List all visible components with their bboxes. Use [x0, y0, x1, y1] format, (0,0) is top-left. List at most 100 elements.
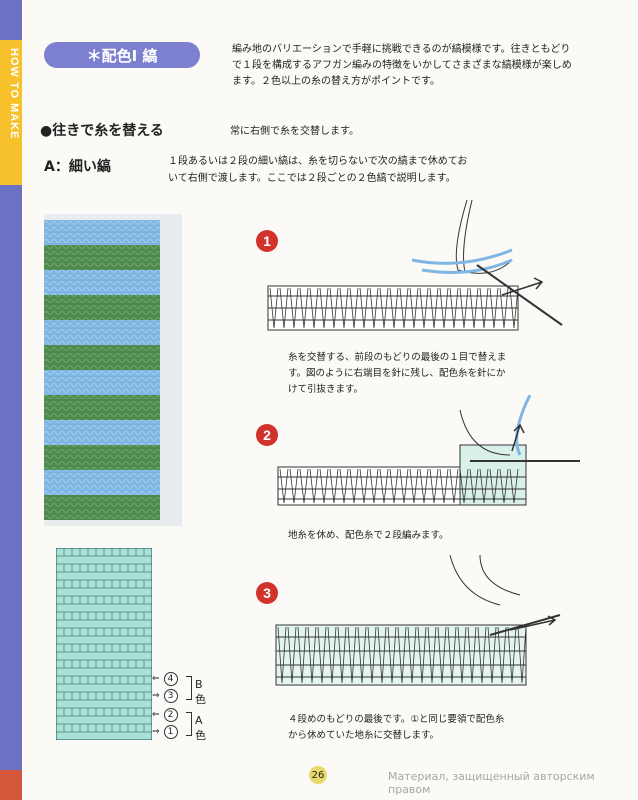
pattern-a-title: A：細い縞: [44, 159, 111, 175]
knit-stripe: [44, 345, 160, 370]
stitch: [449, 287, 459, 329]
knit-stripe: [44, 395, 160, 420]
stitch: [487, 626, 497, 684]
stitch: [469, 287, 479, 329]
step-1-caption: 糸を交替する、前段のもどりの最後の１目で替えます。図のように右端目を針に残し、配…: [288, 352, 507, 395]
stitch: [517, 626, 527, 684]
knitting-chart: [56, 548, 152, 740]
stitch: [507, 626, 517, 684]
knit-stripe: [44, 295, 160, 320]
step-2-caption: 地糸を休め、配色糸で２段編みます。: [288, 530, 449, 541]
stitch: [389, 287, 399, 329]
stitch: [289, 468, 299, 504]
method-note: 常に右側で糸を交替します。: [230, 126, 359, 137]
bracket-b: [186, 676, 192, 700]
stitch: [439, 468, 449, 504]
step-2-number: 2: [256, 424, 278, 446]
sidebar-label-box: [0, 40, 22, 185]
stitch: [499, 468, 509, 504]
stitch: [359, 468, 369, 504]
color-b-label: B色: [195, 678, 206, 706]
bracket-a: [186, 712, 192, 736]
stitch: [359, 287, 369, 329]
stitch: [299, 468, 309, 504]
stitch: [479, 287, 489, 329]
stitch: [387, 626, 397, 684]
knit-stripe: [44, 220, 160, 245]
stitch: [447, 626, 457, 684]
step-1-illustration: [267, 200, 563, 331]
stitch: [409, 287, 419, 329]
method-heading: ●往きで糸を替える: [40, 123, 164, 139]
stitch: [429, 468, 439, 504]
stitch: [437, 626, 447, 684]
stitch: [339, 287, 349, 329]
step-3-illustration: [275, 555, 561, 686]
stitch: [317, 626, 327, 684]
stitch: [509, 468, 519, 504]
intro-paragraph: 編み地のバリエーションで手軽に挑戦できるのが縞模様です。往きともどりで１段を構成…: [232, 44, 572, 87]
stitch: [379, 287, 389, 329]
stitch: [497, 626, 507, 684]
stitch: [397, 626, 407, 684]
stitch: [499, 287, 509, 329]
stitch: [309, 287, 319, 329]
row-marker-1: ⇒ 1: [152, 725, 178, 739]
stitch: [457, 626, 467, 684]
color-a-label: A色: [195, 714, 206, 742]
stitch: [427, 626, 437, 684]
stitch: [367, 626, 377, 684]
knit-stripe: [44, 445, 160, 470]
stitch: [417, 626, 427, 684]
pattern-a-description: １段あるいは２段の細い縞は、糸を切らないで次の縞まで休めておいて右側で渡します。…: [168, 156, 468, 184]
stitch: [479, 468, 489, 504]
stitch: [329, 468, 339, 504]
stitch: [407, 626, 417, 684]
knit-stripe: [44, 470, 160, 495]
knit-swatch-photo: [44, 214, 182, 526]
knit-stripe: [44, 370, 160, 395]
stitch: [327, 626, 337, 684]
stitch: [509, 287, 519, 329]
stitch: [439, 287, 449, 329]
stitch: [369, 468, 379, 504]
sidebar-bottom-block: [0, 770, 22, 800]
stitch: [489, 287, 499, 329]
sidebar-label: HOW TO MAKE: [8, 48, 20, 140]
stitch: [379, 468, 389, 504]
stitch: [309, 468, 319, 504]
stitch: [349, 287, 359, 329]
stitch: [429, 287, 439, 329]
stitch: [419, 287, 429, 329]
stitch: [349, 468, 359, 504]
stitch: [409, 468, 419, 504]
step-2-illustration: [277, 395, 580, 506]
stitch: [449, 468, 459, 504]
watermark: Материал, защищенный авторским правом: [388, 770, 595, 796]
stitch: [279, 468, 289, 504]
step-1-number: 1: [256, 230, 278, 252]
stitch: [477, 626, 487, 684]
knit-stripe: [44, 245, 160, 270]
stitch: [299, 287, 309, 329]
row-marker-2: ⇐ 2: [152, 708, 178, 722]
stitch: [399, 287, 409, 329]
stitch: [277, 626, 287, 684]
stitch: [469, 468, 479, 504]
stitch: [389, 468, 399, 504]
stitch: [459, 287, 469, 329]
stitch: [287, 626, 297, 684]
stitch: [319, 468, 329, 504]
page-number: 26: [309, 766, 327, 784]
stitch: [269, 287, 279, 329]
stitch: [337, 626, 347, 684]
stitch: [459, 468, 469, 504]
stitch: [347, 626, 357, 684]
stitch: [297, 626, 307, 684]
stitch: [319, 287, 329, 329]
step-3-number: 3: [256, 582, 278, 604]
sidebar-stripe: [0, 0, 22, 800]
stitch: [339, 468, 349, 504]
stitch: [357, 626, 367, 684]
stitch: [377, 626, 387, 684]
